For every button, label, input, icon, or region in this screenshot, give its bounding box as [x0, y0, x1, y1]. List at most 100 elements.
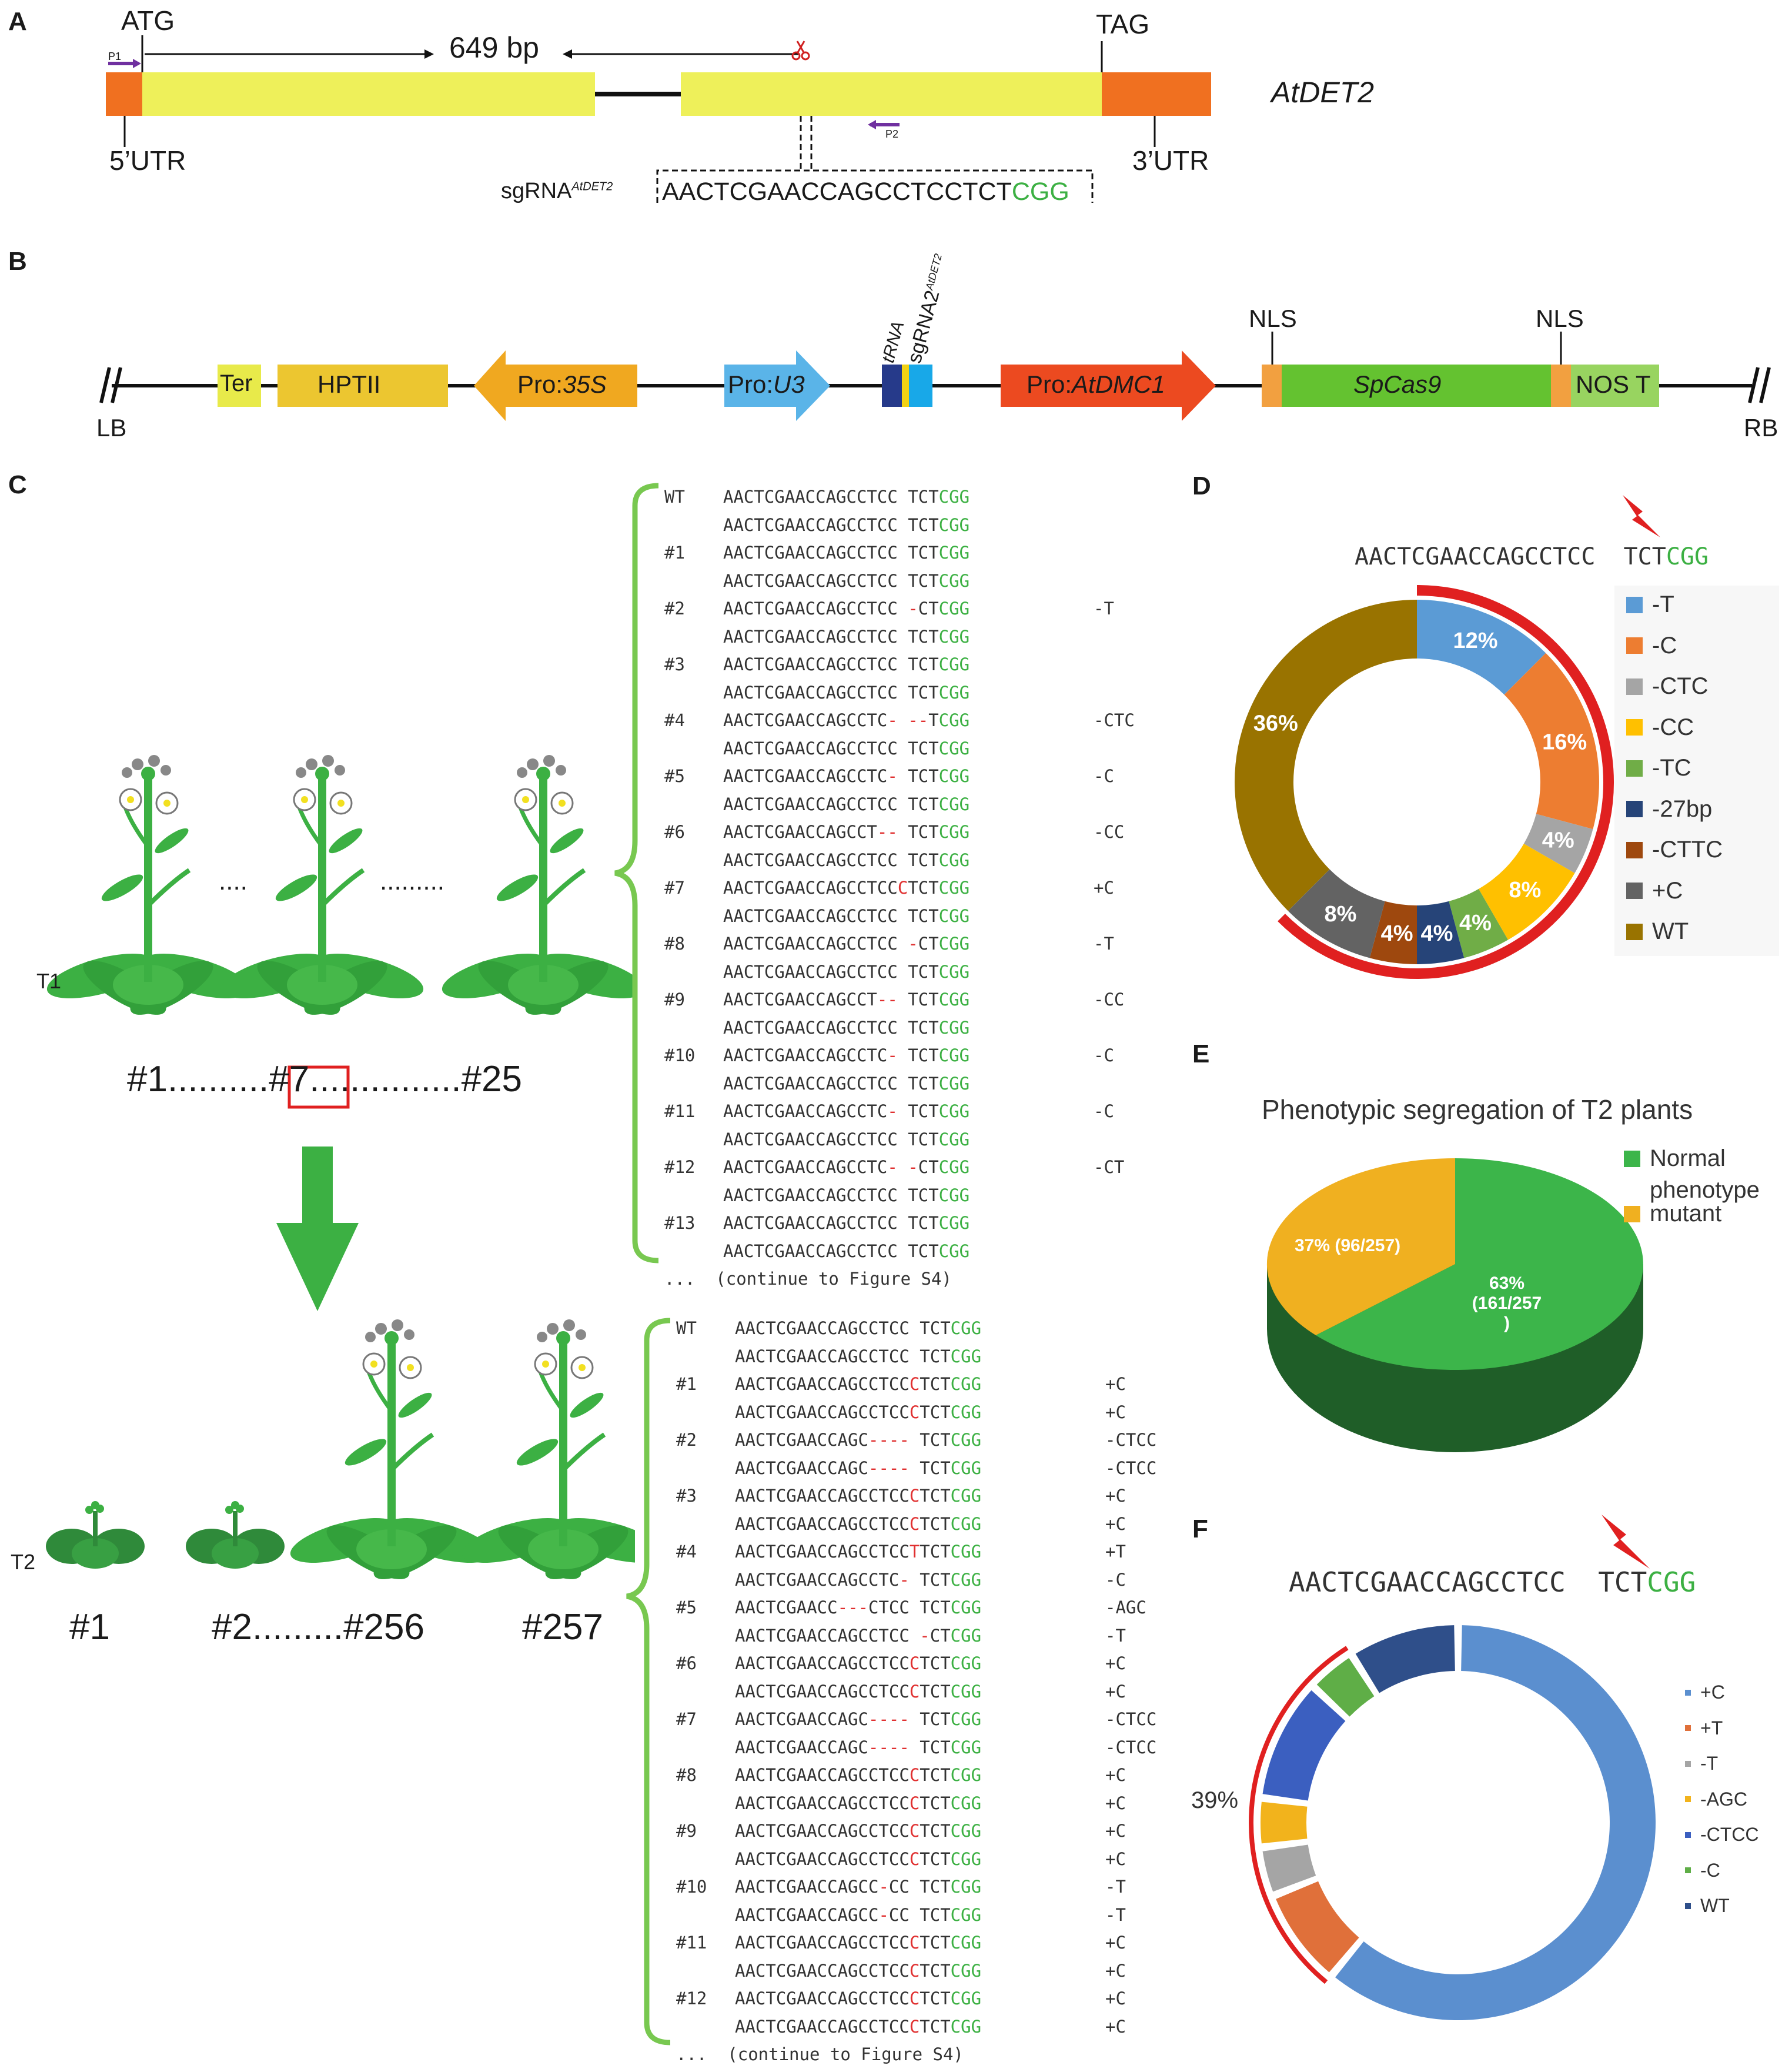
legend-swatch: [1626, 596, 1643, 613]
t1-seq-label: #9: [664, 990, 685, 1010]
t2-seq-note: -T: [1105, 1877, 1126, 1897]
t1-seq-label: #13: [664, 1213, 696, 1233]
t1-seq-label: [664, 679, 723, 707]
legend-label: WT: [1652, 918, 1689, 944]
t2-seq-note: +C: [1105, 1374, 1126, 1394]
t2-seq-note: +C: [1105, 1681, 1126, 1702]
t2-seq-label: [676, 1846, 735, 1874]
t2-seq-label: [676, 1622, 735, 1650]
t2-seq-text: AACTCGAACCAGCCTCCCTCTCGG: [735, 1849, 982, 1869]
t2-seq-label: [676, 1901, 735, 1930]
legend-label: -CTTC: [1652, 837, 1723, 863]
legend-label: -CC: [1652, 714, 1694, 740]
legend-item: -C: [1685, 1860, 1720, 1881]
panel-e-label: E: [1192, 1039, 1210, 1068]
t2-seq-note: -AGC: [1105, 1597, 1146, 1617]
t2-seq-label: #8: [676, 1765, 697, 1785]
t1-seq-label: #8: [664, 934, 685, 954]
t2-seq-text: AACTCGAACCAGCCTCCCTCTCGG: [735, 2016, 982, 2037]
t1-seq-text: AACTCGAACCAGCCTCC TCTCGG: [723, 514, 970, 535]
t2-seq-text: AACTCGAACCAGCCTCC -CTCGG: [735, 1625, 982, 1646]
t2-seq-text: AACTCGAACCAGCCTCC TCTCGG: [735, 1346, 982, 1366]
t1-seq-label: #5: [664, 766, 685, 786]
legend-label: WT: [1700, 1895, 1730, 1916]
t2-seq-text: AACTCGAACCAGCCTCCCTCTCGG: [735, 1821, 982, 1841]
t1-seq-label: #12: [664, 1157, 696, 1177]
t1-seq-label: [664, 1070, 723, 1098]
t1-seq-label: #11: [664, 1101, 696, 1121]
t2-n3: #257: [522, 1607, 603, 1647]
donut-label: 4%: [1420, 921, 1453, 946]
t2-seq-note: +C: [1105, 1513, 1126, 1534]
donut-slice-WT: [1235, 600, 1417, 911]
panel-f-label: F: [1192, 1515, 1208, 1543]
legend-label: -C: [1652, 632, 1677, 659]
construct-diagram: [99, 332, 1771, 421]
hptii-box: [278, 365, 448, 407]
prodmc1-label: Pro:AtDMC1: [1027, 370, 1165, 398]
legend-swatch: [1685, 1903, 1691, 1909]
t1-seq-text: AACTCGAACCAGCCTCC -CTCGG: [723, 599, 970, 619]
t1-seq-label: [664, 791, 723, 819]
t1-seq-label: [664, 567, 723, 596]
panel-e-normal-label: 63%(161/257): [1472, 1274, 1542, 1333]
t1-seq-text: AACTCGAACCAGCCT-- TCTCGG: [723, 990, 970, 1010]
t1-seq-text: AACTCGAACCAGCCTCC TCTCGG: [723, 654, 970, 674]
t1-seq-note: -C: [1094, 766, 1114, 786]
nls1-label: NLS: [1249, 305, 1297, 332]
tag-label: TAG: [1096, 9, 1150, 39]
t1-seq-text: AACTCGAACCAGCCTCCCTCTCGG: [723, 878, 970, 898]
t2-seq-text: AACTCGAACCAGC---- TCTCGG: [735, 1430, 982, 1450]
t2-seq-label: [676, 1734, 735, 1762]
panel-e-legend-normal-b: phenotype: [1650, 1177, 1760, 1203]
legend-swatch: [1685, 1725, 1691, 1731]
t2-seq-label: #3: [676, 1486, 697, 1506]
t1-seq-label: [664, 623, 723, 651]
t2-seq-row: AACTCGAACCAGCCTCCCTCTCGG+C: [676, 1678, 1156, 1706]
t2-seq-note: -CTCC: [1105, 1737, 1157, 1757]
t2-seq-label: [676, 1510, 735, 1539]
donut-slice--T: [1262, 1844, 1316, 1892]
utr5-box: [106, 72, 142, 116]
t2-seq-text: AACTCGAACCAGCCTCCTTCTCGG: [735, 1542, 982, 1562]
panel-e-pie-chart: [1266, 1158, 1643, 1452]
legend-swatch: [1626, 801, 1643, 817]
t2-seq-text: AACTCGAACCAGCCTCCCTCTCGG: [735, 1486, 982, 1506]
panel-f-donut-chart: [1249, 1625, 1656, 2020]
legend-item: WT: [1685, 1895, 1730, 1917]
t2-seq-note: +C: [1105, 1849, 1126, 1869]
t2-seq-text: AACTCGAACCAGCCTCC TCTCGG: [735, 1318, 982, 1338]
t2-seq-label: #6: [676, 1653, 697, 1673]
sgrna-label: sgRNAAtDET2: [501, 179, 613, 203]
t2-seq-label: [676, 1399, 735, 1427]
legend-swatch: [1626, 883, 1643, 899]
mutation-highlight-arc: [1278, 585, 1614, 979]
t1-seq-text: AACTCGAACCAGCCTC- -CTCGG: [723, 1157, 970, 1177]
t2-seq-label: [676, 1678, 735, 1706]
t1-dots-b: .........: [380, 867, 445, 895]
legend-swatch: [1626, 678, 1643, 695]
t2-seq-label: [676, 1957, 735, 1986]
t1-seq-text: AACTCGAACCAGCCTCC TCTCGG: [723, 1213, 970, 1233]
panel-e-legend-mutant: mutant: [1624, 1201, 1721, 1227]
t2-seq-text: AACTCGAACCAGCCTCCCTCTCGG: [735, 1374, 982, 1394]
t1-label: T1: [36, 969, 62, 993]
t1-seq-note: +C: [1094, 878, 1114, 898]
panel-f-sequence: AACTCGAACCAGCCTCC TCTCGG: [1289, 1566, 1696, 1598]
panel-b-label: B: [8, 247, 27, 276]
t1-seq-text: AACTCGAACCAGCCTCC -CTCGG: [723, 934, 970, 954]
t1-seq-text: AACTCGAACCAGCCTC- TCTCGG: [723, 1101, 970, 1121]
panel-f-percent: 39%: [1191, 1787, 1239, 1813]
t1-seq-row: AACTCGAACCAGCCTCC TCTCGG: [664, 791, 1135, 819]
t2-seq-label: #4: [676, 1542, 697, 1562]
donut-slice--CTC: [1523, 814, 1593, 873]
legend-label: -T: [1700, 1753, 1719, 1774]
t1-seq-label: [664, 1014, 723, 1042]
t1-seq-text: AACTCGAACCAGCCTC- --TCGG: [723, 710, 970, 730]
utr5-label: 5’UTR: [109, 145, 186, 176]
